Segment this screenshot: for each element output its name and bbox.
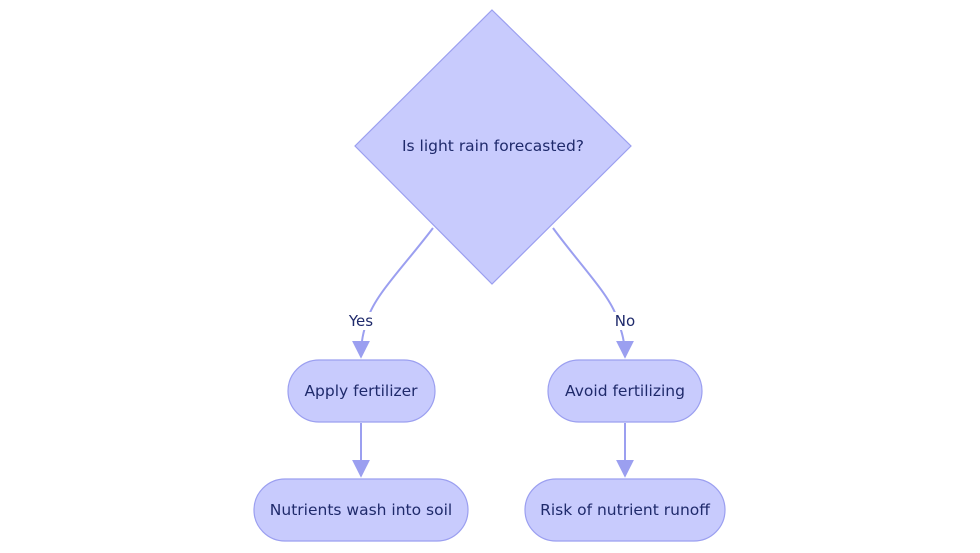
decision-diamond <box>354 9 632 285</box>
node-nutrients-wash <box>253 478 469 542</box>
node-avoid-fertilizing <box>547 359 703 423</box>
apply-fertilizer-label: Apply fertilizer <box>304 382 418 400</box>
node-nutrient-runoff <box>524 478 726 542</box>
no-branch-label: No <box>612 312 638 330</box>
node-apply-fertilizer <box>287 359 436 423</box>
edge-no <box>552 227 634 359</box>
nutrient-runoff-label: Risk of nutrient runoff <box>540 501 710 519</box>
yes-branch-label: Yes <box>346 312 376 330</box>
nutrients-wash-label: Nutrients wash into soil <box>269 501 453 519</box>
edge-yes <box>352 227 434 359</box>
avoid-fertilizing-label: Avoid fertilizing <box>565 382 685 400</box>
decision-label: Is light rain forecasted? <box>401 137 585 155</box>
